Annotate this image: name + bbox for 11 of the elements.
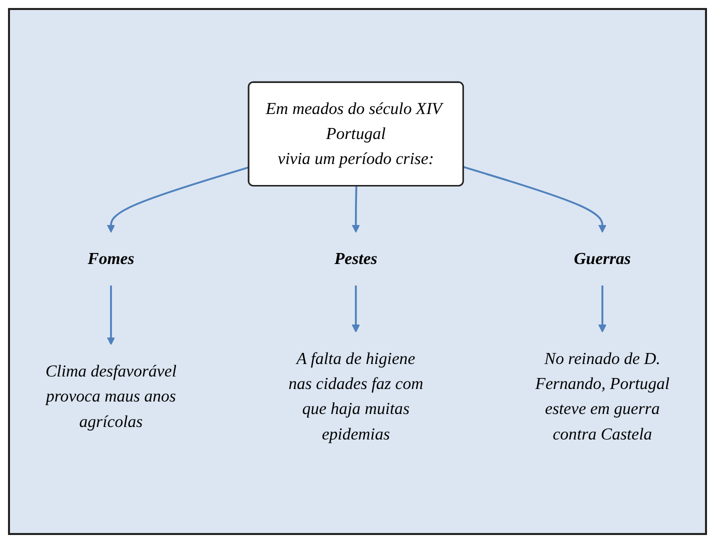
arrow (352, 186, 360, 233)
node-text: A falta de higiene nas cidades faz com que haja muitas epidemias (288, 348, 424, 444)
node-text: Pestes (334, 249, 378, 268)
node-text: No reinado de D. Fernando, Portugal esteve em guerra contra Castela (535, 348, 670, 444)
arrow (352, 286, 360, 333)
arrow (106, 286, 116, 346)
arrow (598, 286, 606, 333)
arrow (106, 166, 250, 233)
arrow (463, 166, 606, 233)
node-text: Guerras (574, 249, 631, 268)
node-text: Fomes (88, 249, 134, 268)
